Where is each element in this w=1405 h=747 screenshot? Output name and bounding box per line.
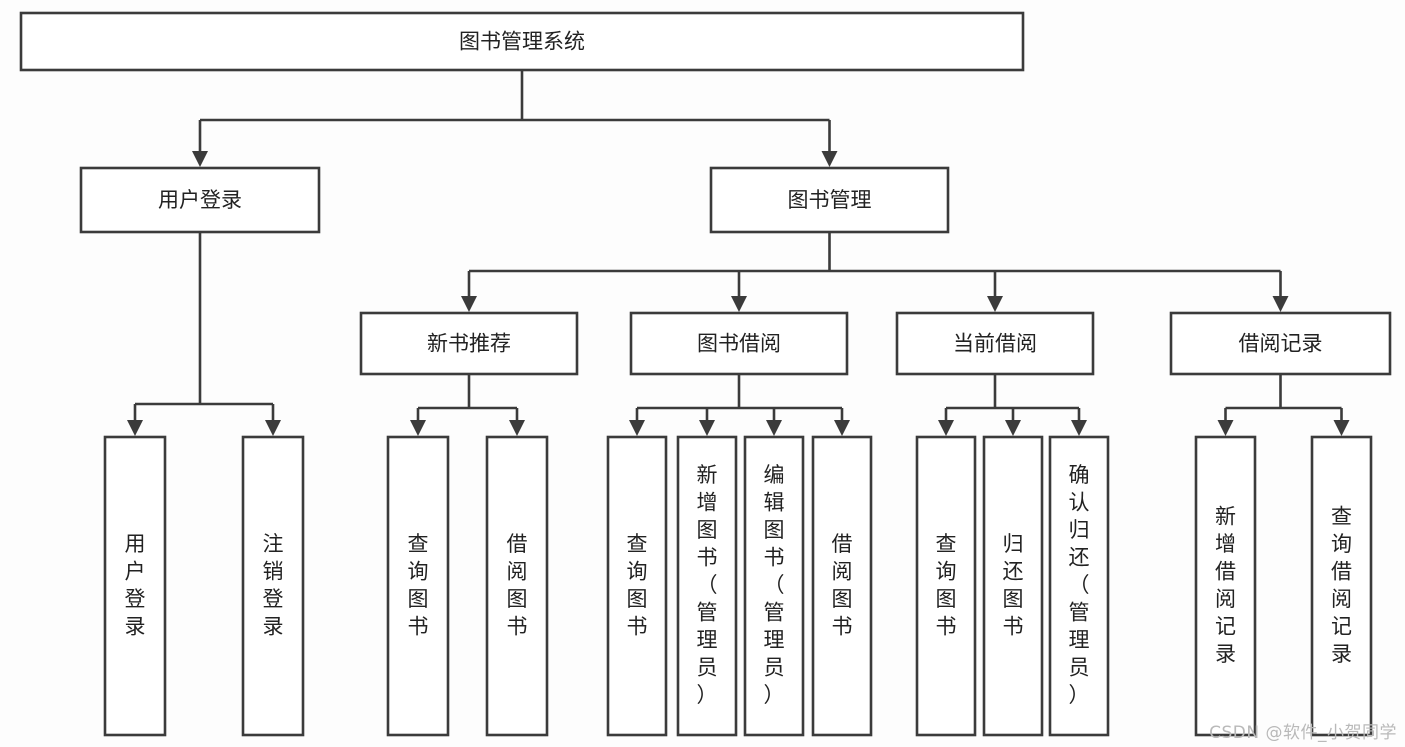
connector-layer bbox=[127, 70, 1350, 436]
node-l2a[interactable]: 新书推荐 bbox=[359, 311, 579, 376]
arrow-head-icon bbox=[265, 420, 281, 436]
node-label: 图书管理 bbox=[788, 188, 872, 212]
node-box[interactable] bbox=[1194, 435, 1257, 737]
arrow-head-icon bbox=[1333, 420, 1350, 436]
node-layer: 图书管理系统用户登录图书管理新书推荐图书借阅当前借阅借阅记录用户登录注销登录查询… bbox=[19, 11, 1392, 737]
connector-group bbox=[127, 232, 281, 436]
arrow-head-icon bbox=[127, 420, 143, 436]
node-box[interactable] bbox=[359, 311, 579, 376]
node-label: 查询图书 bbox=[936, 532, 957, 639]
node-box[interactable] bbox=[485, 435, 549, 737]
connector-group bbox=[938, 374, 1087, 436]
node-leaf09[interactable]: 查询图书 bbox=[915, 435, 977, 737]
node-leaf01[interactable]: 用户登录 bbox=[103, 435, 167, 737]
connector-group bbox=[1217, 374, 1350, 436]
node-label: 归还图书 bbox=[1003, 532, 1024, 639]
node-leaf02[interactable]: 注销登录 bbox=[241, 435, 305, 737]
node-box[interactable] bbox=[743, 435, 805, 737]
arrow-head-icon bbox=[461, 296, 477, 312]
node-leaf07[interactable]: 编辑图书（管理员） bbox=[743, 435, 805, 737]
node-box[interactable] bbox=[103, 435, 167, 737]
node-leaf13[interactable]: 查询借阅记录 bbox=[1310, 435, 1373, 737]
node-label: 确认归还（管理员） bbox=[1069, 463, 1090, 707]
node-label: 图书管理系统 bbox=[459, 30, 585, 54]
arrow-head-icon bbox=[1005, 420, 1021, 436]
arrow-head-icon bbox=[699, 420, 715, 436]
node-label: 当前借阅 bbox=[953, 332, 1037, 356]
node-leaf03[interactable]: 查询图书 bbox=[386, 435, 450, 737]
arrow-head-icon bbox=[1217, 420, 1234, 436]
node-l2b[interactable]: 图书借阅 bbox=[629, 311, 849, 376]
arrow-head-icon bbox=[987, 296, 1003, 312]
connector-group bbox=[629, 374, 850, 436]
connector-group bbox=[192, 70, 838, 167]
node-label: 注销登录 bbox=[263, 532, 284, 639]
arrow-head-icon bbox=[766, 420, 782, 436]
connector-group bbox=[461, 232, 1289, 312]
node-label: 用户登录 bbox=[158, 188, 242, 212]
node-l2c[interactable]: 当前借阅 bbox=[895, 311, 1095, 376]
node-label: 借阅图书 bbox=[832, 532, 853, 639]
node-box[interactable] bbox=[629, 311, 849, 376]
node-root[interactable]: 图书管理系统 bbox=[19, 11, 1025, 72]
node-leaf11[interactable]: 确认归还（管理员） bbox=[1048, 435, 1110, 737]
node-leaf12[interactable]: 新增借阅记录 bbox=[1194, 435, 1257, 737]
node-box[interactable] bbox=[386, 435, 450, 737]
node-box[interactable] bbox=[1048, 435, 1110, 737]
node-label: 新增图书（管理员） bbox=[697, 463, 718, 707]
arrow-head-icon bbox=[629, 420, 645, 436]
arrow-head-icon bbox=[731, 296, 747, 312]
arrow-head-icon bbox=[509, 420, 525, 436]
node-label: 借阅记录 bbox=[1239, 332, 1323, 356]
node-label: 借阅图书 bbox=[507, 532, 528, 639]
arrow-head-icon bbox=[1272, 296, 1289, 312]
node-box[interactable] bbox=[676, 435, 738, 737]
node-box[interactable] bbox=[79, 166, 321, 234]
node-box[interactable] bbox=[915, 435, 977, 737]
node-label: 编辑图书（管理员） bbox=[764, 463, 785, 707]
node-label: 查询借阅记录 bbox=[1331, 504, 1352, 666]
node-box[interactable] bbox=[241, 435, 305, 737]
node-box[interactable] bbox=[709, 166, 950, 234]
node-label: 用户登录 bbox=[125, 532, 146, 639]
node-label: 查询图书 bbox=[627, 532, 648, 639]
connector-group bbox=[410, 374, 525, 436]
node-l1b[interactable]: 图书管理 bbox=[709, 166, 950, 234]
arrow-head-icon bbox=[821, 151, 838, 167]
arrow-head-icon bbox=[192, 151, 208, 167]
node-box[interactable] bbox=[1310, 435, 1373, 737]
node-box[interactable] bbox=[1169, 311, 1392, 376]
node-label: 查询图书 bbox=[408, 532, 429, 639]
arrow-head-icon bbox=[938, 420, 954, 436]
node-leaf04[interactable]: 借阅图书 bbox=[485, 435, 549, 737]
node-box[interactable] bbox=[982, 435, 1044, 737]
node-box[interactable] bbox=[895, 311, 1095, 376]
node-leaf10[interactable]: 归还图书 bbox=[982, 435, 1044, 737]
node-leaf06[interactable]: 新增图书（管理员） bbox=[676, 435, 738, 737]
node-label: 新增借阅记录 bbox=[1215, 504, 1236, 666]
arrow-head-icon bbox=[1071, 420, 1087, 436]
node-l1a[interactable]: 用户登录 bbox=[79, 166, 321, 234]
node-box[interactable] bbox=[811, 435, 873, 737]
arrow-head-icon bbox=[834, 420, 850, 436]
node-box[interactable] bbox=[606, 435, 668, 737]
node-label: 图书借阅 bbox=[697, 332, 781, 356]
arrow-head-icon bbox=[410, 420, 426, 436]
node-l2d[interactable]: 借阅记录 bbox=[1169, 311, 1392, 376]
node-leaf08[interactable]: 借阅图书 bbox=[811, 435, 873, 737]
node-leaf05[interactable]: 查询图书 bbox=[606, 435, 668, 737]
node-label: 新书推荐 bbox=[427, 332, 511, 356]
node-box[interactable] bbox=[19, 11, 1025, 72]
